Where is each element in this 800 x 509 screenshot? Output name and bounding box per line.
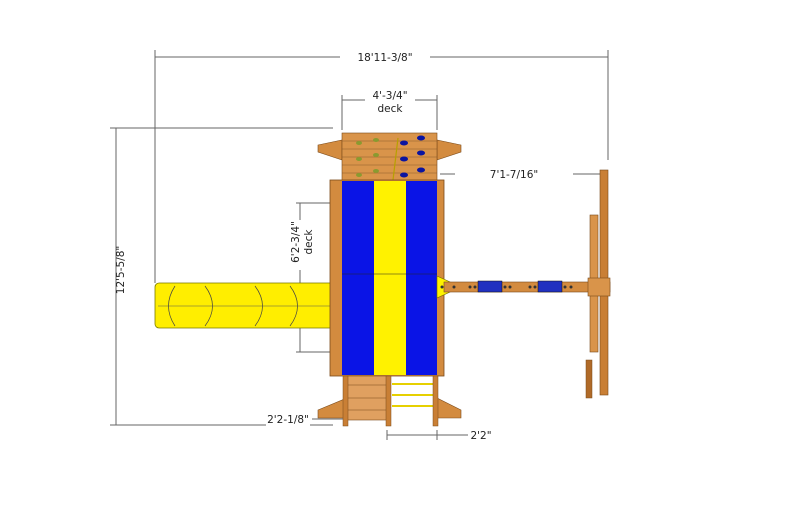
deck-depth-label: 6'2-3/4"	[290, 221, 302, 263]
deck-depth-sublabel: deck	[303, 229, 315, 255]
swing-set	[436, 169, 611, 399]
label-bg	[468, 428, 494, 442]
label-bg	[365, 92, 415, 106]
climbing-wall	[317, 132, 462, 182]
overall-width-label: 18'11-3/8"	[357, 52, 412, 64]
label-bg	[455, 167, 573, 181]
tarp-stripe	[374, 181, 406, 375]
slide	[154, 282, 336, 329]
tower	[329, 179, 445, 377]
swing-seat	[537, 280, 563, 293]
swing-seat	[477, 280, 503, 293]
label-bg	[288, 220, 316, 270]
stairs-and-ladder	[317, 375, 462, 427]
label-bg	[340, 50, 430, 64]
deck-width-sublabel: deck	[378, 103, 404, 115]
overall-depth-label: 12'5-5/8"	[115, 246, 127, 294]
label-bg	[266, 412, 310, 426]
swing-offset-label: 7'1-7/16"	[490, 169, 538, 181]
ladder-width-label: 2'2"	[470, 430, 491, 442]
deck-width-label: 4'-3/4"	[372, 90, 407, 102]
stair-offset-label: 2'2-1/8"	[267, 414, 309, 426]
